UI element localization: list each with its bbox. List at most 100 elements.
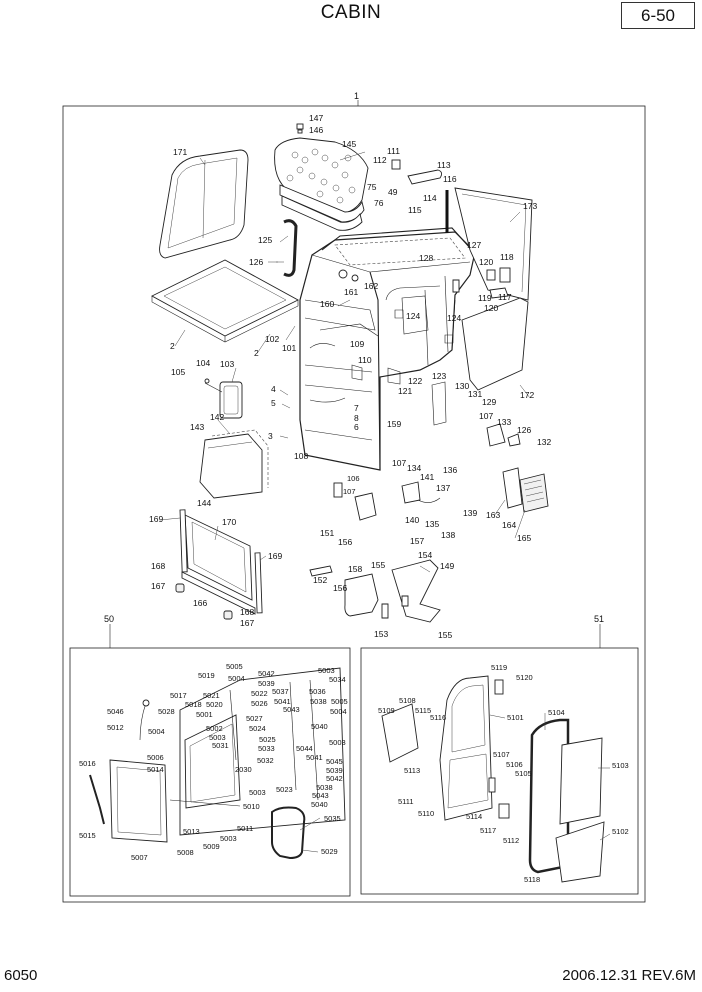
callout: 121	[398, 386, 412, 396]
callout: 5045	[326, 757, 343, 766]
callout: 123	[432, 371, 446, 381]
callout: 167	[240, 618, 254, 628]
callout: 101	[282, 343, 296, 353]
callout: 5005	[226, 662, 243, 671]
callout: 103	[220, 359, 234, 369]
callout: 4	[271, 384, 276, 394]
callout: 5001	[196, 710, 213, 719]
callout: 167	[151, 581, 165, 591]
callout: 5038	[316, 783, 333, 792]
callout: 156	[333, 583, 347, 593]
callout: 5025	[259, 735, 276, 744]
cabin-frame	[299, 227, 476, 471]
callout: 128	[419, 253, 433, 263]
callout: 169	[149, 514, 163, 524]
callout: 2	[254, 348, 259, 358]
callout: 161	[344, 287, 358, 297]
page-number-box: 6-50	[621, 2, 695, 29]
group-label-main: 1	[354, 91, 359, 101]
callout: 102	[265, 334, 279, 344]
callout: 160	[320, 299, 334, 309]
callout: 5010	[243, 802, 260, 811]
callout: 5120	[516, 673, 533, 682]
callout: 5041	[306, 753, 323, 762]
callout: 146	[309, 125, 323, 135]
callout: 5007	[131, 853, 148, 862]
callout: 5008	[177, 848, 194, 857]
callout: 5018	[185, 700, 202, 709]
callout: 5024	[249, 724, 266, 733]
rear-lower-glass	[461, 297, 529, 391]
callout: 125	[258, 235, 272, 245]
callout: 5042	[326, 774, 343, 783]
callout: 155	[371, 560, 385, 570]
callout: 157	[410, 536, 424, 546]
callout: 165	[517, 533, 531, 543]
callout: 5119	[491, 663, 507, 672]
callout: 141	[420, 472, 434, 482]
callout: 5108	[399, 696, 416, 705]
callout: 108	[294, 451, 308, 461]
side-door-assembly	[381, 675, 605, 883]
callout: 5019	[198, 671, 215, 680]
callout: 5021	[203, 691, 220, 700]
leader-lines	[159, 151, 611, 853]
callout: 147	[309, 113, 323, 123]
callout: 5104	[548, 708, 565, 717]
callout: 5022	[251, 689, 268, 698]
callout: 5042	[258, 669, 275, 678]
callout: 5102	[612, 827, 629, 836]
callout: 5037	[272, 687, 289, 696]
callout: 5034	[329, 675, 346, 684]
lower-center-hardware	[309, 481, 441, 623]
callout: 76	[374, 198, 384, 208]
callout: 126	[517, 425, 531, 435]
callout: 144	[197, 498, 211, 508]
callout: 5115	[415, 706, 431, 715]
callout: 122	[408, 376, 422, 386]
callout: 136	[443, 465, 457, 475]
callout: 155	[438, 630, 452, 640]
callout: 5106	[506, 760, 523, 769]
callout: 127	[467, 240, 481, 250]
callout: 5116	[430, 713, 446, 722]
callout: 130	[455, 381, 469, 391]
callout: 5103	[612, 761, 629, 770]
roof-hatch	[274, 123, 369, 231]
callout: 5031	[212, 741, 229, 750]
callout: 5003	[209, 733, 226, 742]
callout: 5039	[326, 766, 343, 775]
callout: 107	[392, 458, 406, 468]
callout: 116	[443, 174, 457, 184]
callout: 5027	[246, 714, 263, 723]
callout: 153	[374, 629, 388, 639]
callout: 5020	[206, 700, 223, 709]
callout: 169	[268, 551, 282, 561]
callout: 104	[196, 358, 210, 368]
callout: 5016	[79, 759, 96, 768]
callout: 112	[373, 155, 387, 165]
callout: 110	[358, 355, 372, 365]
lower-front-window	[175, 509, 263, 620]
callout: 5040	[311, 722, 328, 731]
callout: 5043	[283, 705, 300, 714]
callout: 5112	[503, 836, 519, 845]
rear-view-mirror	[204, 378, 243, 419]
callout: 107	[343, 487, 356, 496]
callout: 2030	[235, 765, 252, 774]
callout: 113	[437, 160, 451, 170]
callout: 139	[463, 508, 477, 518]
callout: 107	[479, 411, 493, 421]
main-assembly-frame	[62, 100, 646, 903]
callout: 109	[350, 339, 364, 349]
callout: 164	[502, 520, 516, 530]
callout: 5004	[228, 674, 245, 683]
callout: 170	[222, 517, 236, 527]
callout: 5009	[203, 842, 220, 851]
callout: 5113	[404, 766, 420, 775]
group-label-side-door: 51	[594, 614, 604, 624]
callout: 111	[387, 146, 400, 156]
callout: 7	[354, 403, 359, 413]
callout: 120	[479, 257, 493, 267]
